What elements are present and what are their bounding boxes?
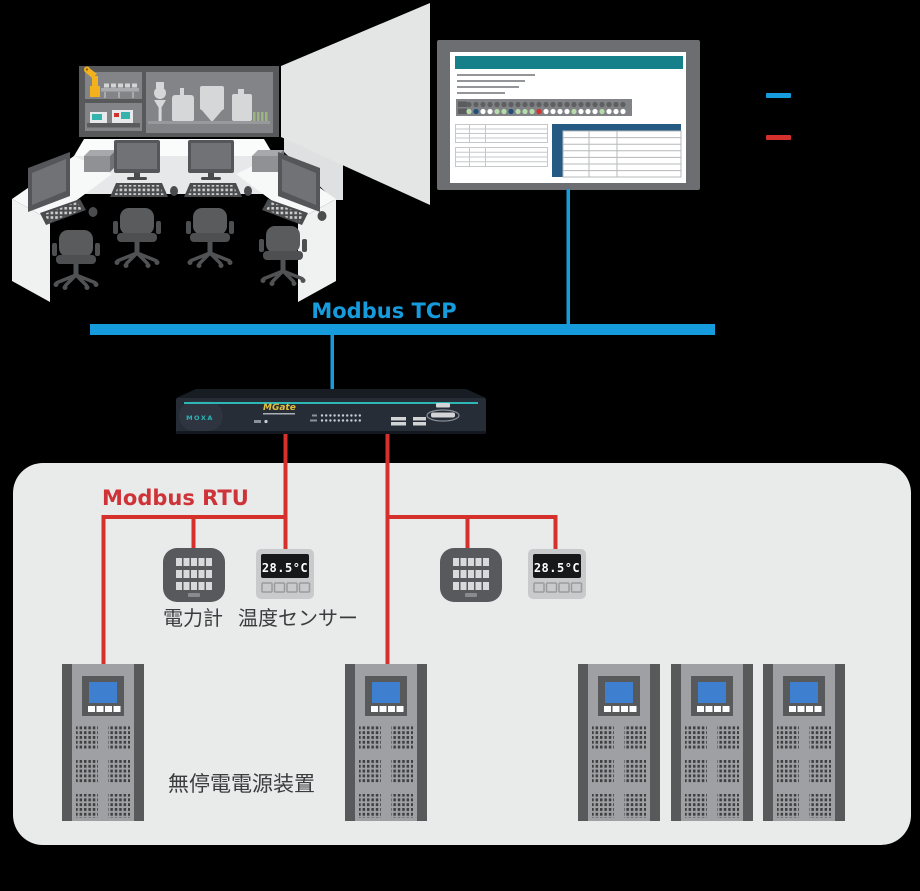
ups-unit-3	[578, 664, 660, 821]
desk-monitor-left	[28, 152, 70, 212]
office-chair	[111, 206, 163, 270]
office-chair	[50, 228, 102, 292]
modbus-tcp-bus	[90, 324, 715, 335]
modbus-rtu-label: Modbus RTU	[102, 486, 249, 510]
gateway-pwr-label	[254, 420, 261, 423]
temp-sensor-2	[527, 548, 587, 600]
modbus-gateway: MOXA MGate	[176, 389, 486, 434]
operator-console	[12, 139, 336, 302]
ethernet-drop-scada	[566, 189, 570, 324]
gateway-sd-slot	[426, 409, 460, 422]
power-meter-1	[163, 548, 225, 602]
scada-monitor	[437, 40, 700, 190]
serial-drop-power-meter-1	[191, 515, 196, 551]
mouse	[317, 211, 327, 221]
gateway-led-matrix	[310, 414, 361, 422]
scada-titlebar	[455, 56, 683, 69]
desk-monitor-right	[278, 152, 320, 212]
ups-unit-4	[671, 664, 753, 821]
legend-serial-swatch	[766, 135, 791, 140]
wall-screens	[79, 66, 279, 137]
gateway-accent-stripe	[184, 402, 478, 404]
modbus-rtu-lines	[101, 434, 558, 670]
status-dots-bottom	[466, 108, 626, 115]
power-meter-label: 電力計	[163, 606, 223, 630]
scada-table-large	[552, 124, 682, 178]
serial-bus-right	[385, 515, 558, 519]
mouse	[244, 186, 252, 196]
scada-text-lines	[457, 74, 535, 94]
ups-unit-5	[763, 664, 845, 821]
serial-drop-power-meter-2	[465, 515, 470, 551]
gateway-ports	[391, 403, 455, 426]
serial-drop-temp-sensor-1	[283, 434, 288, 551]
status-dots-top	[466, 101, 626, 108]
temp-sensor-1	[255, 548, 315, 600]
scada-table-small-1	[455, 124, 548, 143]
pc-tower	[84, 150, 116, 172]
gateway-brand-logo: MOXA	[186, 414, 214, 422]
serial-drop-ups-2	[385, 434, 390, 670]
mouse	[170, 186, 178, 196]
control-room	[12, 3, 430, 302]
power-meter-2	[440, 548, 502, 602]
temp-sensor-label: 温度センサー	[238, 606, 358, 630]
modbus-tcp-label: Modbus TCP	[311, 299, 456, 323]
scada-status-strip	[456, 99, 632, 116]
mouse	[88, 207, 98, 217]
serial-drop-temp-sensor-2	[553, 515, 558, 551]
office-chair	[257, 224, 309, 288]
projection-beam	[281, 3, 430, 205]
ups-unit-2	[345, 664, 427, 821]
modbus-tcp-network: Modbus TCP	[90, 189, 715, 390]
serial-drop-ups-1	[101, 515, 106, 670]
gateway-series-label: MGate	[263, 403, 296, 413]
ups-unit-1	[62, 664, 144, 821]
office-chair	[184, 206, 236, 270]
ups-label: 無停電電源装置	[168, 772, 315, 796]
ethernet-drop-gateway	[330, 335, 334, 390]
legend-ethernet-swatch	[766, 93, 791, 98]
legend	[766, 93, 791, 140]
scada-table-small-2	[455, 147, 548, 167]
room-wall	[284, 130, 343, 200]
